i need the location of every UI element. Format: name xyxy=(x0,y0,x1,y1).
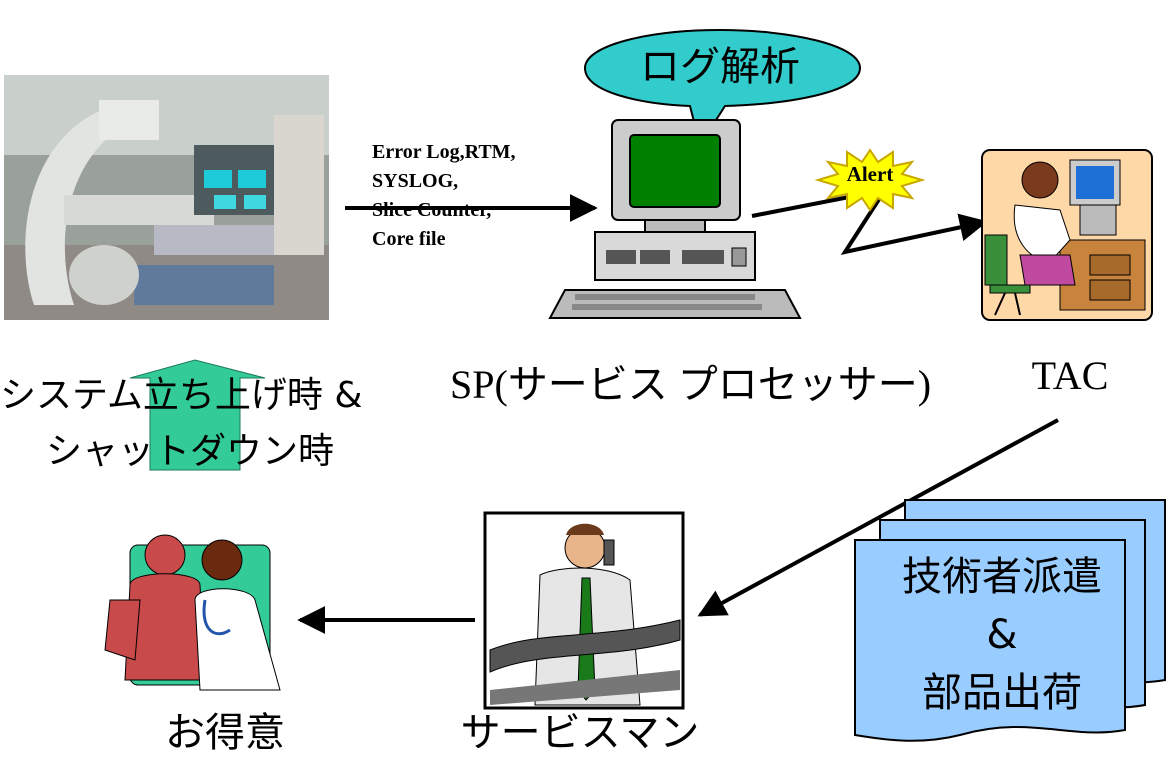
alert-star-icon xyxy=(814,148,926,212)
sp-label: SP(サービス プロセッサー) xyxy=(450,362,932,407)
serviceman-icon xyxy=(483,511,685,710)
doc-line: 部品出荷 xyxy=(922,670,1082,716)
customer-doctors-icon xyxy=(104,534,281,691)
log-types-list: Error Log,RTM, SYSLOG, Slice Counter, Co… xyxy=(372,138,612,254)
doc-line: 技術者派遣 xyxy=(902,554,1102,600)
customer-label: お得意 xyxy=(165,710,285,756)
log-line: Core file xyxy=(372,228,446,250)
doc-line: & xyxy=(986,612,1018,658)
medical-equipment-photo xyxy=(4,75,329,320)
sp-computer-icon xyxy=(548,119,802,319)
tac-label: TAC xyxy=(1031,353,1109,398)
startup-label-line1: システム立ち上げ時 & xyxy=(0,375,363,416)
startup-label-line2: シャットダウン時 xyxy=(45,431,334,472)
serviceman-label: サービスマン xyxy=(460,710,700,756)
ct-room-image xyxy=(4,75,329,320)
startup-arrow xyxy=(129,359,266,471)
log-analysis-text: ログ解析 xyxy=(640,44,800,90)
log-line: Error Log,RTM, xyxy=(372,141,516,163)
tac-operator-icon xyxy=(981,149,1153,321)
log-line: SYSLOG, xyxy=(372,170,459,192)
log-line: Slice Counter, xyxy=(372,199,492,221)
document-text: 技術者派遣 & 部品出荷 xyxy=(862,548,1142,722)
document-stack-icon xyxy=(854,499,1166,742)
alert-path xyxy=(751,187,988,255)
arrow-to-serviceman xyxy=(697,418,1059,617)
alert-label: Alert xyxy=(846,162,894,186)
